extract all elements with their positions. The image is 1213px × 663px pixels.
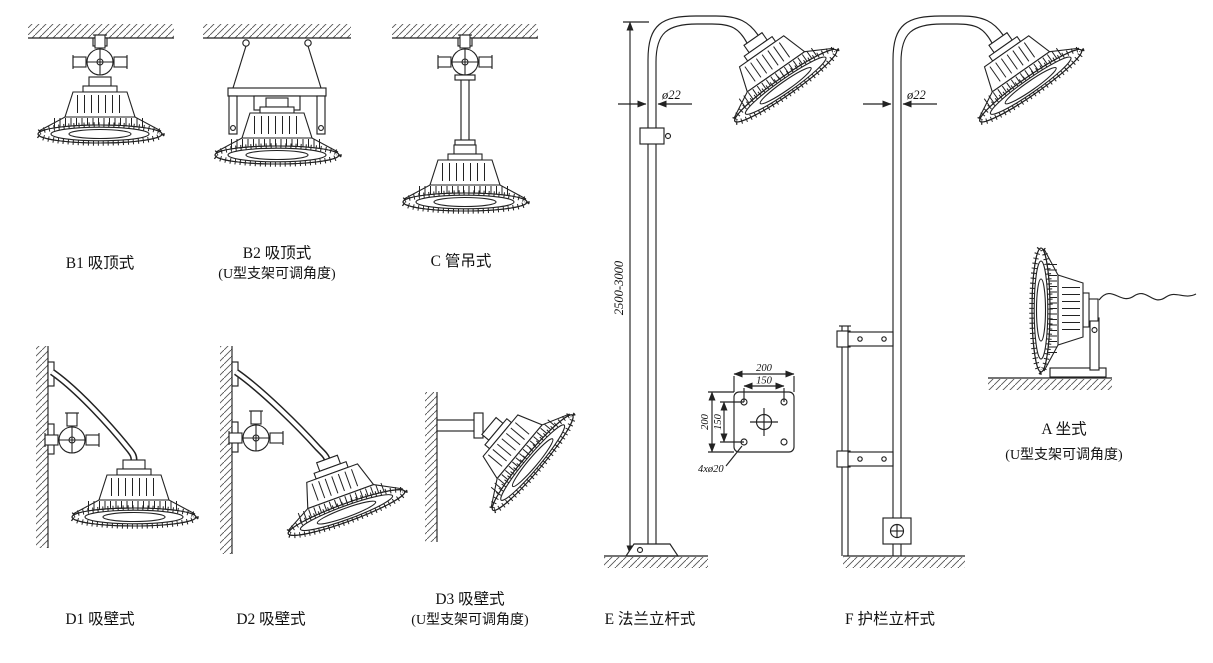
pole <box>892 15 1004 556</box>
junction-box-icon <box>437 34 493 76</box>
base-hole-spacing-v-label: 150 <box>713 413 724 430</box>
base-hole-spacing-h-label: 150 <box>756 376 773 387</box>
figure-d3-wall-mount-ubracket <box>425 379 579 542</box>
pole-base-flange <box>624 543 680 557</box>
pole-diameter-label: ø22 <box>661 88 681 102</box>
pole-swivel-clamp <box>882 517 912 545</box>
ground-hatch <box>988 377 1112 390</box>
pole-diameter-label: ø22 <box>906 88 926 102</box>
lamp-icon <box>269 438 408 542</box>
figure-b2-ceiling-mount-ubracket <box>203 24 351 164</box>
base-holes-label: 4xø20 <box>698 464 724 475</box>
u-bracket-bar <box>227 87 327 97</box>
pole-height-dimension: 2500-3000 <box>612 260 626 315</box>
ground-hatch <box>604 555 708 568</box>
wall-hatch <box>36 346 49 548</box>
base-plate-detail: 200 150 200 150 4xø20 <box>698 363 795 475</box>
label-a: A 坐式 <box>1041 420 1086 438</box>
lamp-icon <box>449 379 579 516</box>
label-b2: B2 吸顶式 <box>243 244 311 262</box>
mounting-arm <box>49 369 138 461</box>
base-width-outer-label: 200 <box>756 363 773 374</box>
pole-clamp <box>639 127 665 145</box>
figure-d1-wall-mount <box>36 346 196 548</box>
lamp-icon <box>72 460 196 526</box>
figure-f-guardrail-pole: ø22 <box>836 3 1087 568</box>
power-cable <box>1098 293 1197 301</box>
base-height-outer-label: 200 <box>700 413 711 430</box>
label-c: C 管吊式 <box>431 252 492 270</box>
wall-arm <box>436 419 476 432</box>
wall-hatch <box>425 392 438 542</box>
label-d2: D2 吸壁式 <box>236 610 305 628</box>
figure-b1-ceiling-mount <box>28 24 174 143</box>
ceiling-hatch <box>203 24 351 39</box>
figure-e-flange-pole: 2500-3000 ø22 <box>604 3 842 568</box>
pole <box>647 15 759 544</box>
label-d3: D3 吸壁式 <box>435 590 504 608</box>
figure-c-pipe-pendant <box>392 24 538 211</box>
wall-hatch <box>220 346 233 554</box>
label-d1: D1 吸壁式 <box>65 610 134 628</box>
mounting-arm <box>234 369 331 461</box>
label-b2-sub: (U型支架可调角度) <box>218 266 336 282</box>
label-a-sub: (U型支架可调角度) <box>1005 447 1123 463</box>
ground-hatch <box>843 555 965 568</box>
pole-diameter-dimension: ø22 <box>863 88 937 108</box>
label-d3-sub: (U型支架可调角度) <box>411 612 529 628</box>
pole-diameter-dimension: ø22 <box>618 88 692 108</box>
lamp-icon <box>702 3 841 128</box>
figure-labels: B1 吸顶式 B2 吸顶式 (U型支架可调角度) C 管吊式 D1 吸壁式 D2… <box>65 244 1123 628</box>
label-b1: B1 吸顶式 <box>66 254 134 272</box>
label-f: F 护栏立杆式 <box>845 610 935 628</box>
guardrail <box>836 325 894 556</box>
label-e: E 法兰立杆式 <box>605 610 696 628</box>
lamp-icon <box>947 3 1086 128</box>
lamp-icon <box>1032 248 1098 372</box>
height-dimension: 2500-3000 <box>612 21 649 555</box>
lamp-icon <box>38 77 162 143</box>
junction-box-icon <box>72 34 128 76</box>
lamp-icon <box>403 145 527 211</box>
figure-d2-wall-mount <box>220 346 408 554</box>
figure-a-seated-mount <box>988 248 1197 390</box>
